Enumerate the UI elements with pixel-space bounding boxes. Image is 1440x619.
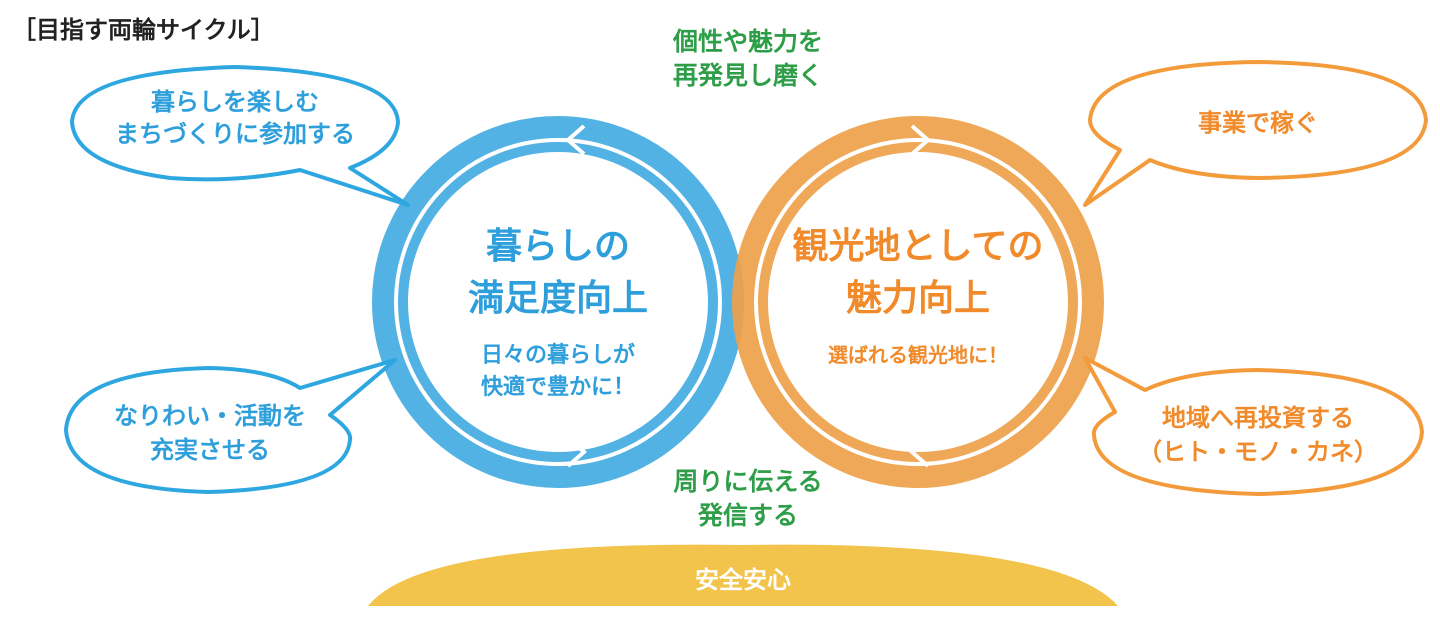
diagram-title: ［目指す両輪サイクル］	[12, 16, 275, 44]
left-top-arrow-icon	[564, 124, 586, 156]
bubble-bottom-left: なりわい・活動を 充実させる	[64, 358, 397, 494]
bubble-bottom-left-line-2: 充実させる	[150, 436, 270, 464]
left-heading-1: 暮らしの	[486, 226, 630, 267]
left-cycle-line	[394, 138, 722, 466]
top-label-1: 個性や魅力を	[672, 27, 823, 56]
bubble-top-left-line-1: 暮らしを楽しむ	[151, 88, 319, 116]
bubble-top-right-line-1: 事業で稼ぐ	[1198, 109, 1318, 137]
left-wheel	[372, 116, 744, 488]
bubble-top-left: 暮らしを楽しむ まちづくりに参加する	[70, 65, 410, 207]
right-top-arrow-icon	[910, 124, 932, 156]
right-bottom-arrow-icon	[908, 436, 930, 468]
bottom-label-2: 発信する	[697, 501, 798, 530]
right-sub-1: 選ばれる観光地に！	[828, 343, 1008, 367]
left-heading-2: 満足度向上	[468, 278, 648, 319]
left-sub-2: 快適で豊かに！	[481, 374, 635, 400]
bubble-bottom-right-line-2: （ヒト・モノ・カネ）	[1138, 438, 1378, 466]
left-bottom-arrow-icon	[566, 436, 588, 468]
bubble-bottom-right: 地域へ再投資する （ヒト・モノ・カネ）	[1083, 356, 1424, 496]
right-wheel	[732, 116, 1104, 488]
bubble-bottom-right-line-1: 地域へ再投資する	[1162, 404, 1354, 432]
left-sub-1: 日々の暮らしが	[481, 342, 635, 368]
right-heading-1: 観光地としての	[793, 226, 1044, 267]
foundation-shape	[368, 544, 1118, 606]
right-cycle-line	[754, 138, 1082, 466]
bubble-top-left-line-2: まちづくりに参加する	[115, 120, 355, 148]
right-heading-2: 魅力向上	[846, 278, 990, 319]
bubble-top-right: 事業で稼ぐ	[1083, 60, 1428, 207]
left-wheel-ring	[372, 116, 744, 488]
bottom-label-1: 周りに伝える	[673, 467, 822, 496]
top-label-2: 再発見し磨く	[673, 61, 823, 90]
foundation-safety: 安全安心	[368, 544, 1118, 606]
foundation-label: 安全安心	[695, 566, 791, 594]
bubble-bottom-left-line-1: なりわい・活動を	[114, 402, 306, 430]
right-wheel-ring	[732, 116, 1104, 488]
